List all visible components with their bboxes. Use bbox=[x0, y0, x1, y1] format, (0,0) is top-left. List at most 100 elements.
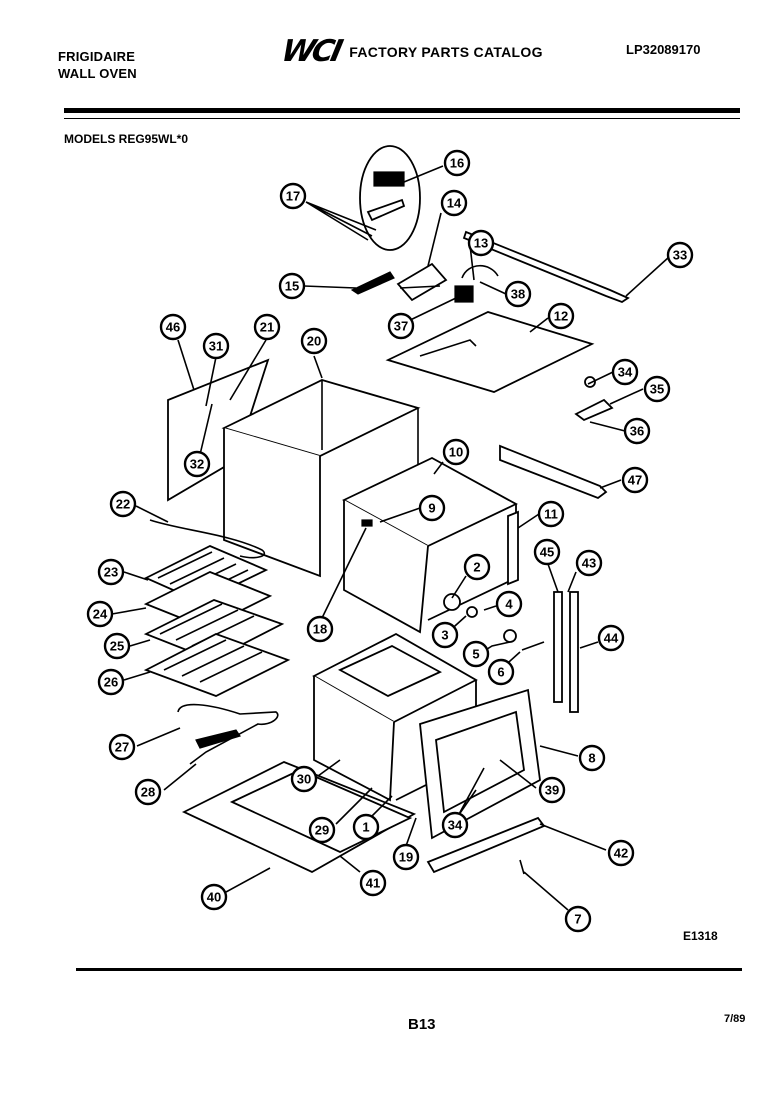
callout-circle bbox=[392, 843, 420, 871]
part-5-part bbox=[503, 629, 517, 643]
callout-circle bbox=[575, 549, 603, 577]
callout-circle bbox=[97, 558, 125, 586]
callout-36: 36 bbox=[623, 417, 651, 445]
callout-label: 8 bbox=[588, 751, 595, 766]
callout-circle bbox=[547, 302, 575, 330]
callout-40: 40 bbox=[200, 883, 228, 911]
callout-35: 35 bbox=[643, 375, 671, 403]
page-date: 7/89 bbox=[724, 1013, 746, 1025]
callout-circle bbox=[578, 744, 606, 772]
callout-circle bbox=[597, 624, 625, 652]
callout-4: 4 bbox=[495, 590, 523, 618]
callout-42: 42 bbox=[607, 839, 635, 867]
callout-label: 11 bbox=[544, 507, 558, 522]
callout-circle bbox=[467, 229, 495, 257]
callout-circle bbox=[300, 327, 328, 355]
callout-18: 18 bbox=[306, 615, 334, 643]
part-26-rack bbox=[143, 633, 291, 697]
callout-circle bbox=[462, 640, 490, 668]
callout-30: 30 bbox=[290, 765, 318, 793]
part-33-rod bbox=[462, 230, 630, 304]
callout-label: 12 bbox=[554, 309, 568, 324]
leader-lines bbox=[111, 165, 670, 911]
callout-label: 32 bbox=[190, 457, 204, 472]
callout-1: 1 bbox=[352, 813, 380, 841]
part-3-part bbox=[466, 606, 478, 618]
callout-12: 12 bbox=[547, 302, 575, 330]
callout-8: 8 bbox=[578, 744, 606, 772]
callout-label: 26 bbox=[104, 675, 118, 690]
callout-label: 31 bbox=[209, 339, 223, 354]
callout-circle bbox=[109, 490, 137, 518]
callout-circle bbox=[443, 149, 471, 177]
callout-22: 22 bbox=[109, 490, 137, 518]
callout-circle bbox=[278, 272, 306, 300]
callout-label: 45 bbox=[540, 545, 554, 560]
callout-circle bbox=[643, 375, 671, 403]
callout-circle bbox=[279, 182, 307, 210]
footer-rule bbox=[76, 968, 742, 971]
part-35-shape bbox=[574, 398, 614, 422]
part-27-element bbox=[177, 703, 279, 765]
diagram-code: E1318 bbox=[683, 929, 718, 943]
part-2-knob bbox=[443, 593, 461, 611]
callout-16: 16 bbox=[443, 149, 471, 177]
callout-37: 37 bbox=[387, 312, 415, 340]
callout-14: 14 bbox=[440, 189, 468, 217]
part-6-part bbox=[521, 641, 545, 651]
callout-label: 34 bbox=[618, 365, 633, 380]
callout-circle bbox=[495, 590, 523, 618]
callout-circle bbox=[666, 241, 694, 269]
callout-38a: 38 bbox=[504, 280, 532, 308]
callout-25: 25 bbox=[103, 632, 131, 660]
part-11-side bbox=[507, 510, 519, 586]
callout-label: 14 bbox=[447, 196, 462, 211]
callout-label: 34 bbox=[448, 818, 463, 833]
callout-3: 3 bbox=[431, 621, 459, 649]
callout-circle bbox=[611, 358, 639, 386]
callout-label: 25 bbox=[110, 639, 124, 654]
callout-7: 7 bbox=[564, 905, 592, 933]
catalog-title: FACTORY PARTS CATALOG bbox=[349, 43, 543, 60]
callout-label: 30 bbox=[297, 772, 311, 787]
callout-31: 31 bbox=[202, 332, 230, 360]
callout-label: 4 bbox=[505, 597, 513, 612]
product-type: WALL OVEN bbox=[58, 66, 137, 81]
part-18-shape bbox=[361, 519, 373, 527]
callout-13: 13 bbox=[467, 229, 495, 257]
callout-21: 21 bbox=[253, 313, 281, 341]
models-label: MODELS REG95WL*0 bbox=[64, 132, 189, 146]
brand-block: FRIGIDAIRE WALL OVEN bbox=[58, 48, 137, 82]
part-43-rail bbox=[553, 591, 563, 703]
callout-29: 29 bbox=[308, 816, 336, 844]
callout-label: 23 bbox=[104, 565, 118, 580]
callout-circle bbox=[533, 538, 561, 566]
callout-34a: 34 bbox=[611, 358, 639, 386]
callout-label: 2 bbox=[473, 560, 480, 575]
callout-label: 3 bbox=[441, 628, 448, 643]
callout-circle bbox=[463, 553, 491, 581]
callout-6: 6 bbox=[487, 658, 515, 686]
page-number: B13 bbox=[408, 1016, 436, 1033]
callout-34b: 34 bbox=[441, 811, 469, 839]
callout-circle bbox=[359, 869, 387, 897]
callout-circle bbox=[290, 765, 318, 793]
wci-logo: WCI bbox=[278, 34, 344, 69]
catalog-number: LP32089170 bbox=[626, 42, 701, 57]
callout-label: 40 bbox=[207, 890, 221, 905]
callout-label: 10 bbox=[449, 445, 463, 460]
callout-41: 41 bbox=[359, 869, 387, 897]
callout-circle bbox=[564, 905, 592, 933]
callout-label: 6 bbox=[497, 665, 504, 680]
part-16-shape bbox=[373, 171, 405, 187]
callout-label: 47 bbox=[628, 473, 642, 488]
callout-label: 24 bbox=[93, 607, 108, 622]
callout-label: 1 bbox=[362, 820, 369, 835]
callout-circle bbox=[253, 313, 281, 341]
callout-9: 9 bbox=[418, 494, 446, 522]
callout-label: 21 bbox=[260, 320, 274, 335]
callout-circle bbox=[387, 312, 415, 340]
callout-label: 42 bbox=[614, 846, 628, 861]
callout-circle bbox=[538, 776, 566, 804]
callout-label: 43 bbox=[582, 556, 596, 571]
